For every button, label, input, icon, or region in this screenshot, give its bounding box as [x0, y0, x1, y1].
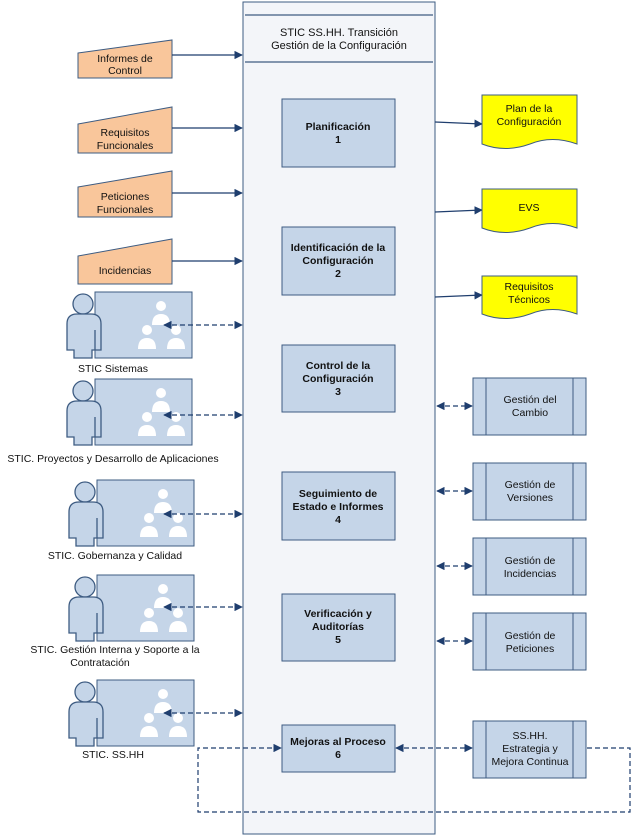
- related-gestion-cambio: Gestión del Cambio: [472, 377, 587, 436]
- related-gestion-incidencias: Gestión de Incidencias: [472, 537, 587, 596]
- related-gestion-peticiones: Gestión de Peticiones: [472, 612, 587, 671]
- svg-text:STIC. Gestión Interna y Soport: STIC. Gestión Interna y Soporte a la: [30, 644, 199, 656]
- svg-text:Estrategia y: Estrategia y: [502, 743, 558, 755]
- svg-text:STIC Sistemas: STIC Sistemas: [78, 363, 148, 375]
- process-mejoras: Mejoras al Proceso 6: [281, 724, 396, 773]
- svg-text:Gestión de: Gestión de: [505, 630, 556, 642]
- svg-text:Funcionales: Funcionales: [97, 140, 154, 152]
- related-estrategia-mejora: SS.HH. Estrategia y Mejora Continua: [472, 720, 587, 779]
- process-verificacion: Verificación y Auditorías 5: [281, 593, 396, 662]
- svg-text:Identificación de la: Identificación de la: [291, 242, 386, 254]
- actor-stic-gestion-interna: STIC. Gestión Interna y Soporte a la Con…: [30, 574, 200, 669]
- svg-text:Gestión del: Gestión del: [503, 394, 556, 406]
- svg-text:STIC. SS.HH: STIC. SS.HH: [82, 749, 144, 761]
- svg-text:Configuración: Configuración: [302, 255, 373, 267]
- svg-text:STIC. Gobernanza y Calidad: STIC. Gobernanza y Calidad: [48, 550, 182, 562]
- svg-text:Incidencias: Incidencias: [504, 568, 557, 580]
- svg-text:5: 5: [335, 634, 341, 646]
- output-plan-configuracion: Plan de la Configuración: [481, 94, 578, 149]
- process-control: Control de la Configuración 3: [281, 344, 396, 413]
- svg-text:Control de la: Control de la: [306, 360, 370, 372]
- svg-text:Contratación: Contratación: [70, 657, 130, 669]
- svg-text:Versiones: Versiones: [507, 492, 553, 504]
- svg-text:Peticiones: Peticiones: [506, 643, 554, 655]
- actor-stic-proyectos: STIC. Proyectos y Desarrollo de Aplicaci…: [7, 378, 219, 465]
- svg-text:Seguimiento de: Seguimiento de: [299, 488, 377, 500]
- svg-text:Peticiones: Peticiones: [101, 191, 149, 203]
- input-informes-de-control: Informes de Control: [77, 39, 173, 79]
- output-evs: EVS: [481, 188, 578, 233]
- svg-text:6: 6: [335, 749, 341, 761]
- svg-text:1: 1: [335, 134, 341, 146]
- svg-text:EVS: EVS: [518, 202, 539, 214]
- actor-arrows: [163, 320, 243, 718]
- feedback-loop: [197, 743, 631, 813]
- svg-text:Planificación: Planificación: [306, 121, 371, 133]
- svg-text:Gestión de: Gestión de: [505, 555, 556, 567]
- output-arrows: [434, 119, 483, 300]
- svg-text:Requisitos: Requisitos: [504, 281, 553, 293]
- svg-text:Funcionales: Funcionales: [97, 204, 154, 216]
- svg-text:Verificación y: Verificación y: [304, 608, 372, 620]
- input-peticiones-funcionales: Peticiones Funcionales: [77, 170, 173, 218]
- container-title-line1: STIC SS.HH. Transición: [280, 27, 398, 39]
- svg-text:SS.HH.: SS.HH.: [512, 730, 547, 742]
- svg-text:4: 4: [335, 514, 341, 526]
- svg-text:3: 3: [335, 386, 341, 398]
- input-requisitos-funcionales: Requisitos Funcionales: [77, 106, 173, 154]
- actor-stic-sistemas: STIC Sistemas: [66, 291, 193, 375]
- svg-text:Auditorías: Auditorías: [312, 621, 364, 633]
- process-planificacion: Planificación 1: [281, 98, 396, 168]
- svg-text:Cambio: Cambio: [512, 407, 548, 419]
- svg-text:Estado e Informes: Estado e Informes: [292, 501, 383, 513]
- actor-stic-sshh: STIC. SS.HH: [68, 679, 195, 761]
- svg-text:Control: Control: [108, 65, 142, 77]
- svg-text:Configuración: Configuración: [302, 373, 373, 385]
- container-title-line2: Gestión de la Configuración: [271, 40, 407, 52]
- input-incidencias: Incidencias: [77, 238, 173, 285]
- process-seguimiento: Seguimiento de Estado e Informes 4: [281, 471, 396, 541]
- related-arrows: [395, 401, 473, 753]
- svg-text:Requisitos: Requisitos: [100, 127, 149, 139]
- svg-text:Mejoras al Proceso: Mejoras al Proceso: [290, 736, 386, 748]
- svg-text:2: 2: [335, 268, 341, 280]
- process-identificacion: Identificación de la Configuración 2: [281, 226, 396, 296]
- svg-text:Configuración: Configuración: [497, 116, 562, 128]
- output-requisitos-tecnicos: Requisitos Técnicos: [481, 275, 578, 319]
- input-arrows: [172, 50, 243, 266]
- actor-stic-gobernanza: STIC. Gobernanza y Calidad: [48, 479, 195, 562]
- svg-text:STIC. Proyectos y Desarrollo d: STIC. Proyectos y Desarrollo de Aplicaci…: [7, 453, 218, 465]
- svg-text:Plan de la: Plan de la: [506, 103, 553, 115]
- svg-text:Gestión de: Gestión de: [505, 479, 556, 491]
- related-gestion-versiones: Gestión de Versiones: [472, 462, 587, 521]
- svg-text:Informes de: Informes de: [97, 53, 153, 65]
- svg-text:Mejora Continua: Mejora Continua: [491, 756, 568, 768]
- svg-text:Técnicos: Técnicos: [508, 294, 550, 306]
- svg-text:Incidencias: Incidencias: [99, 265, 152, 277]
